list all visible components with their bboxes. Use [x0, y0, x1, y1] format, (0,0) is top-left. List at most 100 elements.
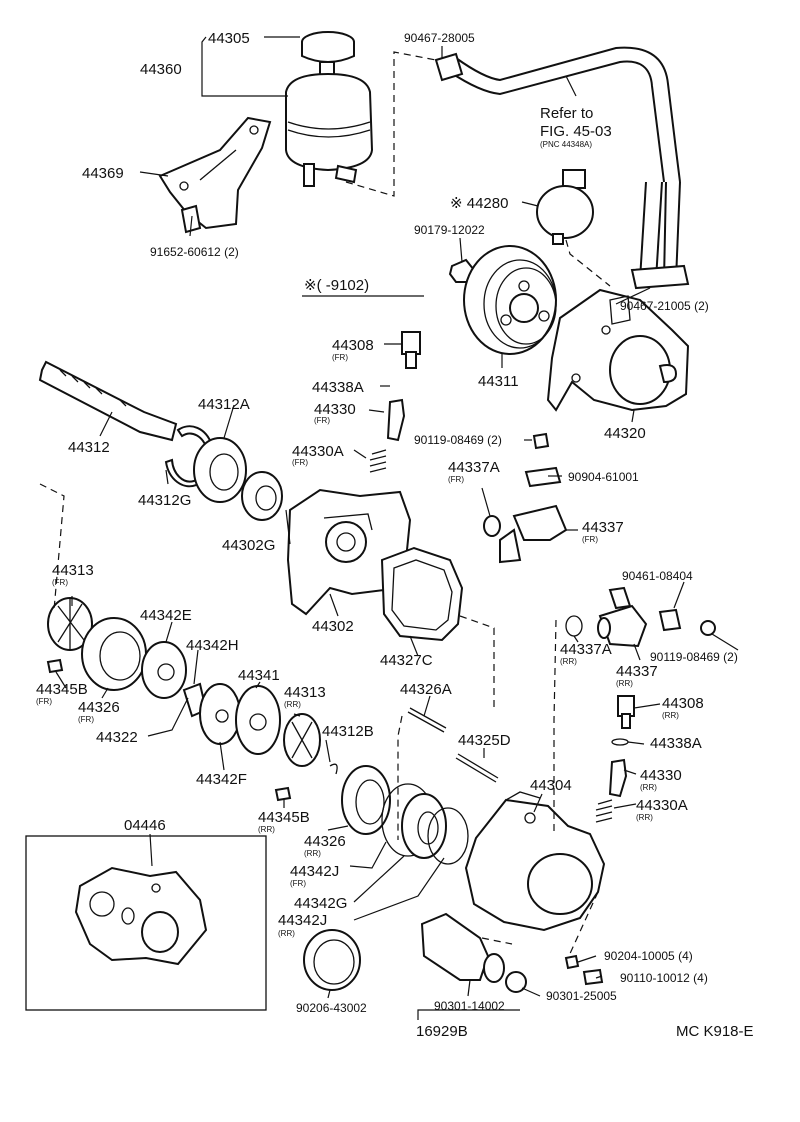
label-44312: 44312: [68, 439, 110, 456]
label-91652-60612: 91652-60612 (2): [150, 245, 239, 259]
label-44337-fr: 44337: [582, 519, 624, 536]
label-fr-9: (FR): [290, 879, 306, 888]
label-44312G: 44312G: [138, 492, 191, 509]
label-44302: 44302: [312, 618, 354, 635]
valve-rear-drawing: [617, 695, 635, 729]
label-44312B: 44312B: [322, 723, 374, 740]
guide-line: [553, 619, 557, 832]
bearing-drawing: [193, 437, 247, 503]
label-44308-fr: 44308: [332, 337, 374, 354]
label-90206-43002: 90206-43002: [296, 1001, 367, 1015]
label-fr-4: (FR): [448, 475, 464, 484]
label-44330A-fr: 44330A: [292, 443, 344, 460]
label-rr-2: (RR): [616, 679, 633, 688]
label-44345B-fr: 44345B: [36, 681, 88, 698]
label-44342G: 44342G: [294, 895, 347, 912]
gasket-drawing: [380, 546, 464, 642]
diagram-code: MC K918-E: [676, 1023, 754, 1040]
label-star-range: ※( -9102): [304, 277, 369, 294]
label-44360: 44360: [140, 61, 182, 78]
label-rr-7: (RR): [258, 825, 275, 834]
label-44337A-fr: 44337A: [448, 459, 500, 476]
label-44313-fr: 44313: [52, 562, 94, 579]
valve-front-drawing: [401, 331, 421, 369]
label-90119-08469-top: 90119-08469 (2): [414, 433, 502, 447]
label-fr-3: (FR): [292, 458, 308, 467]
long-bolt-drawing: [455, 753, 499, 783]
seal-ring-drawing: [303, 929, 361, 991]
label-90301-14002: 90301-14002: [434, 999, 505, 1013]
part-labels: 44305 44360 90467-28005 Refer to FIG. 45…: [36, 30, 754, 1040]
label-44330-rr: 44330: [640, 767, 682, 784]
label-44338A-bot: 44338A: [650, 735, 702, 752]
guide-line: [481, 937, 513, 945]
label-44326-fr: 44326: [78, 699, 120, 716]
spring-front-drawing: [369, 449, 387, 473]
label-44327C: 44327C: [380, 652, 433, 669]
label-44304: 44304: [530, 777, 572, 794]
pin-long-drawing: [407, 707, 447, 733]
label-90467-21005: 90467-21005 (2): [620, 299, 709, 313]
bracket-drawing: [158, 116, 272, 234]
label-44302G: 44302G: [222, 537, 275, 554]
fitting-front-drawing: [483, 466, 568, 564]
washer-drawing: [564, 954, 580, 970]
fitting-rear-drawing: [565, 586, 716, 648]
pin-front-drawing: [386, 398, 406, 442]
guide-line: [345, 51, 437, 197]
label-fr-1: (FR): [332, 353, 348, 362]
label-rr-9: (RR): [278, 929, 295, 938]
seal-ring-inner-drawing: [313, 939, 355, 985]
label-90904-61001: 90904-61001: [568, 470, 639, 484]
rotor-rear-drawing: [283, 713, 321, 767]
guide-line: [567, 891, 599, 959]
rear-housing-drawing: [464, 791, 606, 932]
rear-plate-drawing: [401, 793, 447, 859]
label-90119-08469-bot: 90119-08469 (2): [650, 650, 738, 664]
label-44305: 44305: [208, 30, 250, 47]
label-44326A: 44326A: [400, 681, 452, 698]
pin-rear-drawing: [608, 758, 628, 798]
label-90461-08404: 90461-08404: [622, 569, 693, 583]
label-44308-rr: 44308: [662, 695, 704, 712]
label-44311: 44311: [478, 373, 519, 390]
label-44326-rr: 44326: [304, 833, 346, 850]
label-fr-7: (FR): [36, 697, 52, 706]
label-44325D: 44325D: [458, 732, 511, 749]
label-44342H: 44342H: [186, 637, 239, 654]
label-rr-6: (RR): [636, 813, 653, 822]
label-fr-6: (FR): [52, 578, 68, 587]
cam-ring-front-drawing: [81, 617, 147, 691]
gasket-kit-drawing: [74, 866, 208, 966]
clip-drawing: [329, 763, 338, 775]
guide-line: [397, 715, 403, 840]
side-plate-drawing: [141, 641, 187, 699]
label-16929B: 16929B: [416, 1023, 468, 1040]
small-block-rear-drawing: [274, 786, 292, 802]
cam-ring-rear-drawing: [341, 765, 391, 835]
guide-line: [39, 483, 65, 611]
label-44342J-fr: 44342J: [290, 863, 339, 880]
bolt-rear-drawing: [582, 968, 604, 986]
label-44320: 44320: [604, 425, 646, 442]
label-rr-5: (RR): [640, 783, 657, 792]
pulley-drawing: [463, 245, 557, 355]
plate-drawing: [199, 683, 241, 745]
label-rr-3: (RR): [662, 711, 679, 720]
label-rr-1: (RR): [560, 657, 577, 666]
shaft-drawing: [38, 360, 178, 442]
label-44330-fr: 44330: [314, 401, 356, 418]
o-ring-rear-drawing: [427, 807, 469, 865]
label-90301-25005: 90301-25005: [546, 989, 617, 1003]
label-44338A-top: 44338A: [312, 379, 364, 396]
guide-line: [565, 239, 611, 287]
label-fr-8: (FR): [78, 715, 94, 724]
bolt-top-drawing: [532, 432, 550, 450]
guide-line: [459, 615, 495, 708]
label-44330A-rr: 44330A: [636, 797, 688, 814]
small-bearing-drawing: [241, 471, 283, 521]
gasket-kit-frame: [25, 835, 267, 1011]
label-44280: ※ 44280: [450, 195, 508, 212]
label-90204-10005: 90204-10005 (4): [604, 949, 693, 963]
label-44337A-rr: 44337A: [560, 641, 612, 658]
